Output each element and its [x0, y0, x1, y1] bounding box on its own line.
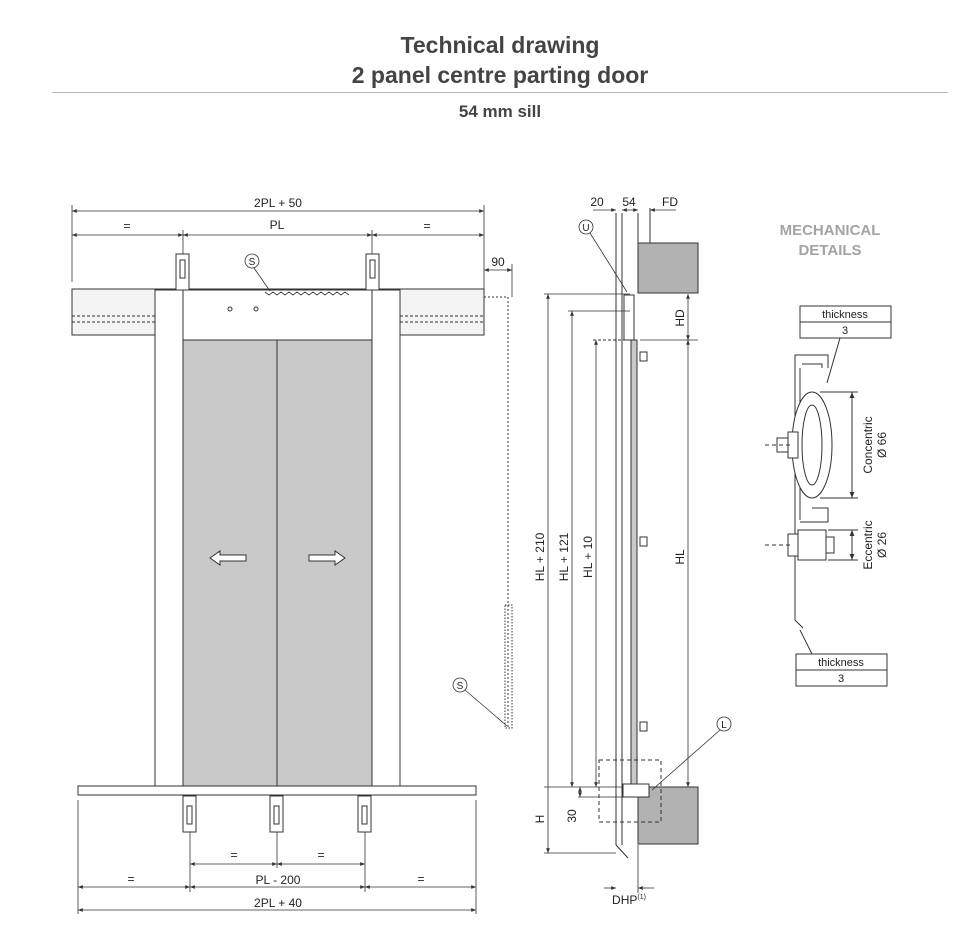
dim-h: H	[533, 815, 547, 824]
label-l: L	[721, 720, 727, 731]
dim-54: 54	[622, 195, 636, 209]
dim-2pl-40: 2PL + 40	[254, 896, 302, 910]
door-panel-section	[630, 339, 638, 788]
mech-heading-line2: DETAILS	[798, 242, 861, 259]
eccentric-value: Ø 26	[875, 532, 889, 558]
dim-hl-10: HL + 10	[581, 536, 595, 578]
dim-pl-200: PL - 200	[256, 873, 301, 887]
mech-heading-line1: MECHANICAL	[780, 222, 881, 239]
closing-spring	[264, 291, 350, 296]
dim-fd: FD	[662, 195, 678, 209]
roller-track	[794, 354, 829, 368]
section-view	[593, 208, 699, 859]
bottom-thickness-value: 3	[838, 673, 844, 685]
dim-30: 30	[565, 809, 579, 823]
dim-bottom-right-eq: =	[417, 872, 424, 886]
dim-hl: HL	[673, 549, 687, 565]
sill	[77, 785, 477, 796]
title-divider	[52, 92, 948, 93]
dim-mid-left-eq: =	[230, 848, 237, 862]
label-s-side: S	[457, 681, 464, 692]
dim-2pl-50: 2PL + 50	[254, 196, 302, 210]
dim-90: 90	[491, 255, 505, 269]
concentric-value: Ø 66	[875, 432, 889, 458]
dim-hl-210: HL + 210	[533, 532, 547, 581]
open-left-arrow-icon	[209, 550, 247, 566]
label-u: U	[582, 223, 589, 234]
right-door-panel	[276, 339, 373, 787]
dim-hl-121: HL + 121	[557, 532, 571, 581]
dim-pl: PL	[270, 218, 285, 232]
drawing-title-line2: 2 panel centre parting door	[351, 62, 649, 88]
dim-20: 20	[590, 195, 604, 209]
front-view	[71, 253, 513, 833]
left-jamb	[154, 289, 184, 796]
top-thickness-value: 3	[842, 325, 848, 337]
label-s-top: S	[249, 257, 256, 268]
left-door-panel	[182, 339, 278, 787]
top-thickness-label: thickness	[822, 309, 868, 321]
drawing-title-line1: Technical drawing	[400, 32, 600, 58]
bottom-thickness-label: thickness	[818, 657, 864, 669]
dim-right-eq: =	[423, 219, 430, 233]
eccentric-roller	[797, 529, 827, 561]
right-jamb	[371, 289, 401, 796]
dim-bottom-left-eq: =	[127, 872, 134, 886]
eccentric-label: Eccentric	[861, 520, 875, 569]
dim-mid-right-eq: =	[317, 848, 324, 862]
drawing-subtitle: 54 mm sill	[458, 102, 542, 121]
upper-wall-block	[637, 242, 699, 294]
open-right-arrow-icon	[308, 550, 346, 566]
mechanical-detail	[765, 305, 892, 687]
dim-dhp: DHP(1)	[612, 893, 646, 907]
dim-hd: HD	[673, 309, 687, 327]
dim-left-eq: =	[123, 219, 130, 233]
concentric-label: Concentric	[861, 416, 875, 473]
